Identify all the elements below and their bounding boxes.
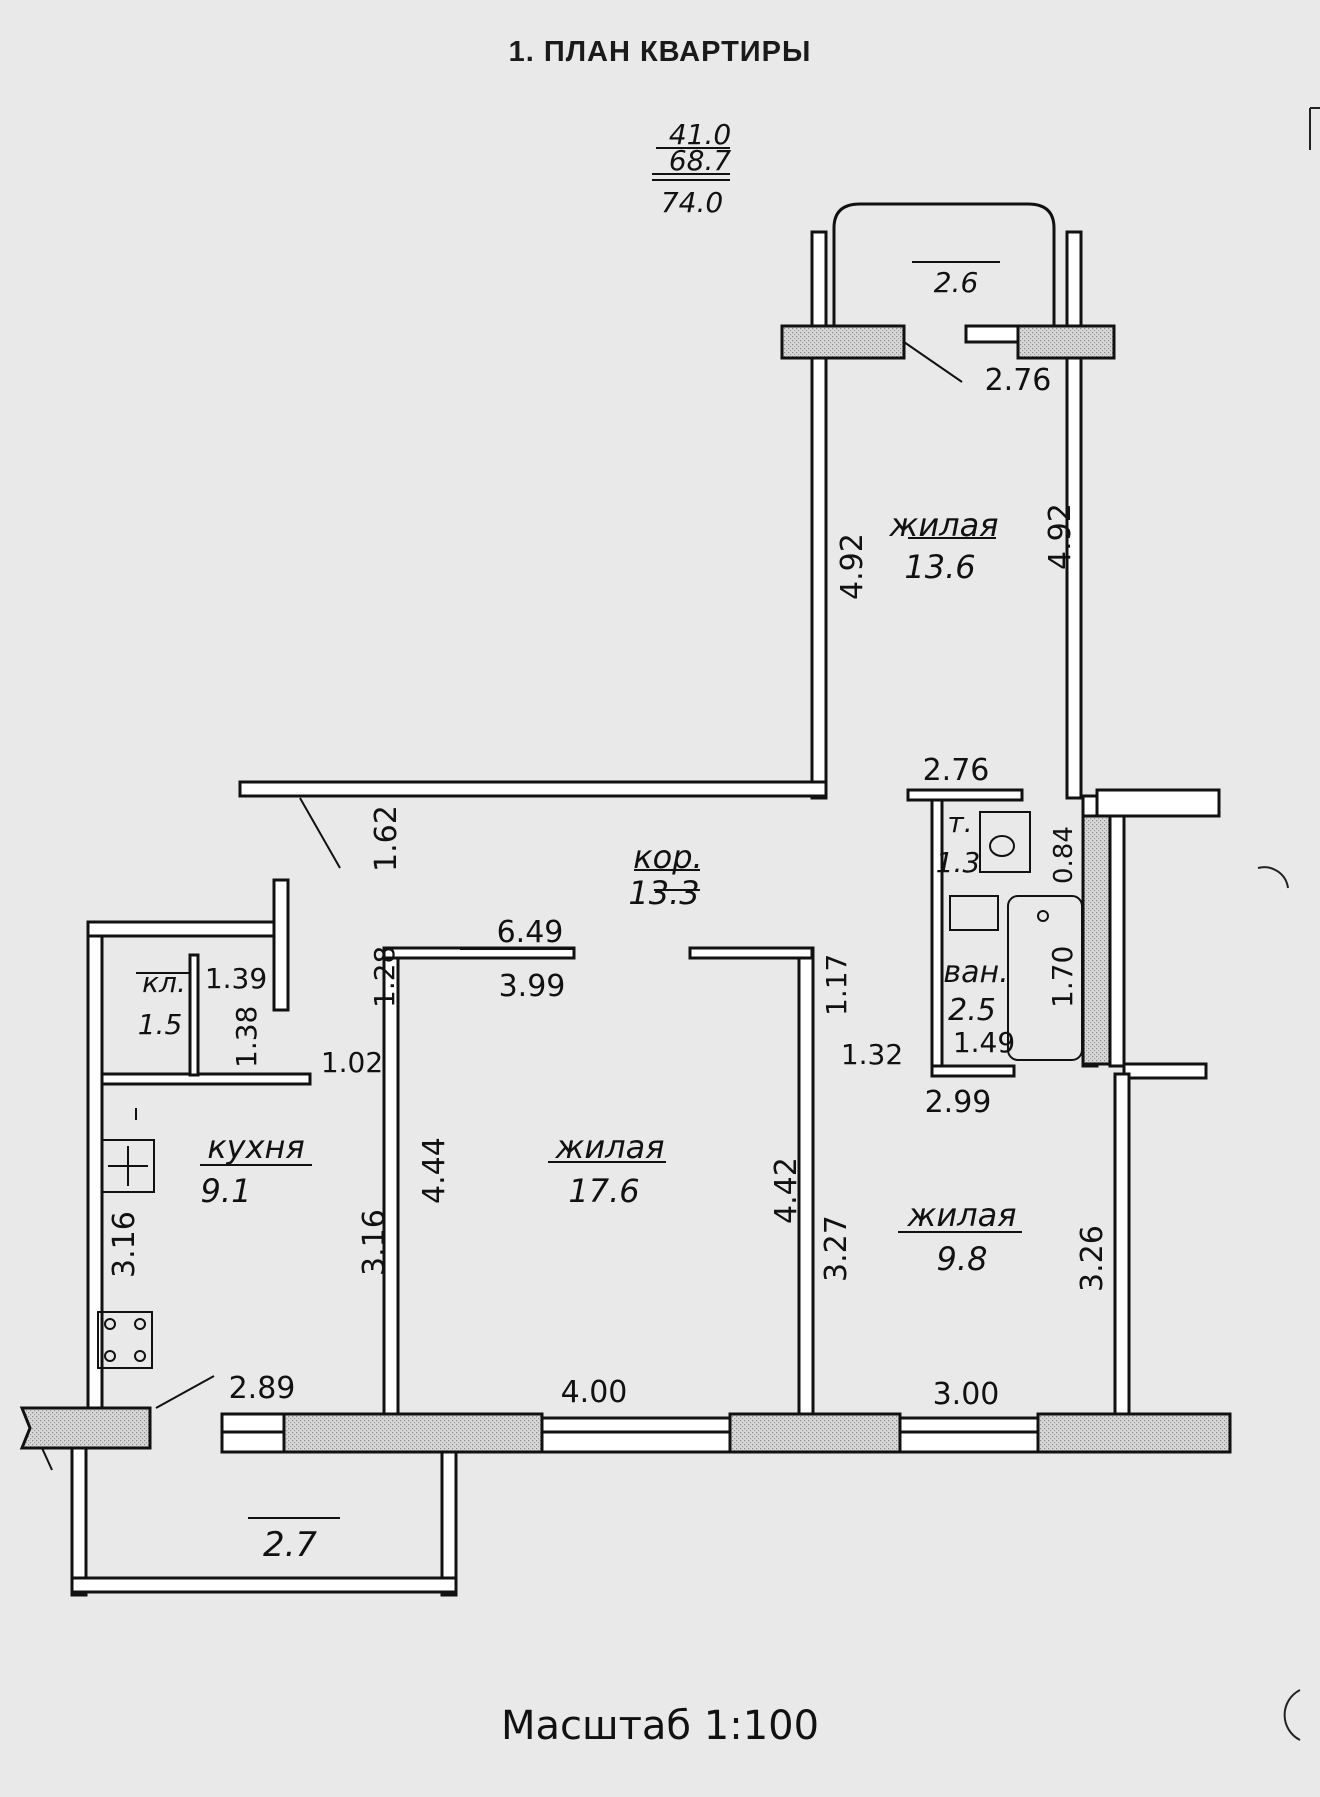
dim-289: 2.89 xyxy=(229,1371,296,1406)
room-name-bath: ван. xyxy=(943,955,1008,990)
dim-139: 1.39 xyxy=(205,962,267,995)
dim-132: 1.32 xyxy=(841,1038,903,1071)
dim-276-mid: 2.76 xyxy=(923,753,990,788)
dim-326: 3.26 xyxy=(1075,1225,1110,1292)
room-name-toilet: т. xyxy=(947,806,972,839)
dim-084: 0.84 xyxy=(1049,826,1079,884)
dim-327: 3.27 xyxy=(819,1215,854,1282)
room-name-kitchen: кухня xyxy=(207,1128,304,1166)
dim-492-right: 4.92 xyxy=(1043,503,1078,570)
page-title: 1. ПЛАН КВАРТИРЫ xyxy=(508,36,812,68)
room-area-bath: 2.5 xyxy=(948,993,996,1028)
area-living: 41.0 xyxy=(669,118,731,151)
sink-fixture xyxy=(101,1139,155,1193)
balcony-top-outline xyxy=(832,202,1056,326)
dim-442: 4.42 xyxy=(769,1157,804,1224)
dim-492-left: 4.92 xyxy=(835,533,870,600)
room-area-living-mid: 17.6 xyxy=(568,1172,639,1210)
room-name-living-top: жилая xyxy=(889,506,999,544)
dimension-labels: 2.76 2.76 4.92 4.92 0.84 1.70 1.49 1.32 … xyxy=(107,363,1110,1412)
dim-102: 1.02 xyxy=(321,1046,383,1079)
dim-316-kitchen: 3.16 xyxy=(107,1211,142,1278)
dim-128: 1.28 xyxy=(368,946,401,1008)
dim-162: 1.62 xyxy=(369,805,404,872)
room-name-closet: кл. xyxy=(142,966,186,999)
balcony-bottom-area: 2.7 xyxy=(263,1525,317,1565)
dim-299: 2.99 xyxy=(925,1085,992,1120)
room-area-kitchen: 9.1 xyxy=(201,1172,252,1210)
room-name-living-right: жилая xyxy=(907,1196,1017,1234)
dim-399: 3.99 xyxy=(499,969,566,1004)
dim-170: 1.70 xyxy=(1046,946,1079,1008)
stove-fixture xyxy=(97,1311,153,1369)
balcony-top-area: 2.6 xyxy=(934,266,979,299)
room-name-living-mid: жилая xyxy=(555,1128,665,1166)
dim-300: 3.00 xyxy=(933,1377,1000,1412)
dim-316-mid: 3.16 xyxy=(357,1209,392,1276)
room-area-living-right: 9.8 xyxy=(937,1240,988,1278)
page-edge xyxy=(1257,107,1320,1741)
dim-649: 6.49 xyxy=(497,915,564,950)
room-labels: жилая 13.6 кор. 13.3 т. 1.3 ван. 2.5 кл.… xyxy=(138,266,1017,1565)
toilet-fixture xyxy=(979,811,1031,873)
room-area-toilet: 1.3 xyxy=(936,846,981,879)
room-area-corridor: 13.3 xyxy=(628,874,699,912)
area-with-balcony: 74.0 xyxy=(661,186,723,219)
area-summary: 41.0 68.7 74.0 xyxy=(652,118,731,219)
facade-wall xyxy=(19,324,1232,1454)
dim-444: 4.44 xyxy=(417,1137,452,1204)
area-total: 68.7 xyxy=(669,144,732,177)
room-area-living-top: 13.6 xyxy=(904,548,975,586)
door-leaders xyxy=(41,341,1022,1519)
room-area-closet: 1.5 xyxy=(138,1008,183,1041)
dim-276-top: 2.76 xyxy=(985,363,1052,398)
dim-149: 1.49 xyxy=(953,1026,1015,1059)
bathtub-fixture xyxy=(949,895,1083,1061)
dim-400: 4.00 xyxy=(561,1375,628,1410)
dim-117: 1.17 xyxy=(820,954,853,1016)
scale-label: Масштаб 1:100 xyxy=(500,1703,820,1749)
dim-138: 1.38 xyxy=(230,1006,263,1068)
